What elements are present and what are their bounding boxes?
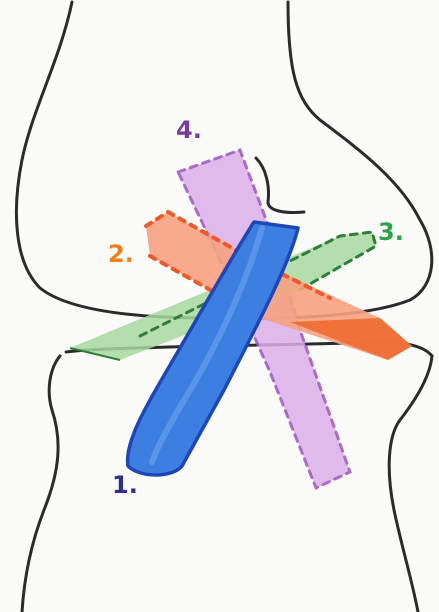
label-band-3: 3. <box>378 218 404 246</box>
label-band-1: 1. <box>112 471 138 499</box>
label-band-2: 2. <box>108 240 134 268</box>
label-band-4: 4. <box>176 116 202 144</box>
